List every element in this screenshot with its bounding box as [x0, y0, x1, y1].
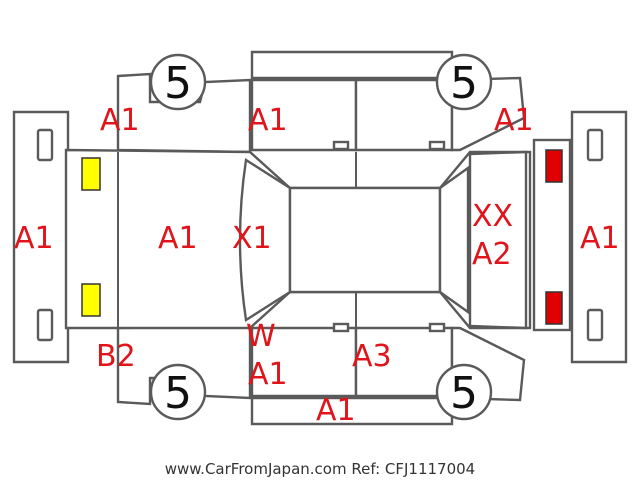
- tyre-front-left: 5: [149, 53, 207, 111]
- label-front-left-door: A1: [248, 103, 288, 138]
- rear-bumper: [570, 110, 628, 364]
- label-front-right-door-bottom: A1: [248, 357, 288, 392]
- label-front-right-fender: A1: [494, 103, 534, 138]
- car-top-view: [64, 148, 532, 330]
- label-hood: A1: [158, 221, 198, 256]
- label-rear-right-door: A3: [352, 339, 392, 374]
- tyre-front-left-grade: 5: [164, 58, 192, 109]
- tyre-rear-left: 5: [435, 53, 493, 111]
- tyre-front-right: 5: [149, 363, 207, 421]
- label-rear-window-bottom: A2: [472, 237, 512, 272]
- tyre-rear-left-grade: 5: [450, 58, 478, 109]
- footer-watermark: www.CarFromJapan.com Ref: CFJ1117004: [165, 460, 475, 478]
- tyre-rear-right-grade: 5: [450, 368, 478, 419]
- front-bumper: [12, 110, 70, 364]
- label-front-right-corner: B2: [96, 339, 136, 374]
- label-right-sill: A1: [316, 393, 356, 428]
- label-front-right-door-top: W: [246, 319, 276, 354]
- label-front-left-fender: A1: [100, 103, 140, 138]
- left-side-panels: [116, 50, 526, 154]
- rear-lamps: [532, 138, 572, 332]
- front-lamps: [81, 157, 101, 317]
- label-front-bumper: A1: [14, 221, 54, 256]
- tyre-front-right-grade: 5: [164, 368, 192, 419]
- label-windshield: X1: [232, 221, 272, 256]
- tyre-rear-right: 5: [435, 363, 493, 421]
- label-rear-window-top: XX: [472, 199, 513, 234]
- label-rear-bumper: A1: [580, 221, 620, 256]
